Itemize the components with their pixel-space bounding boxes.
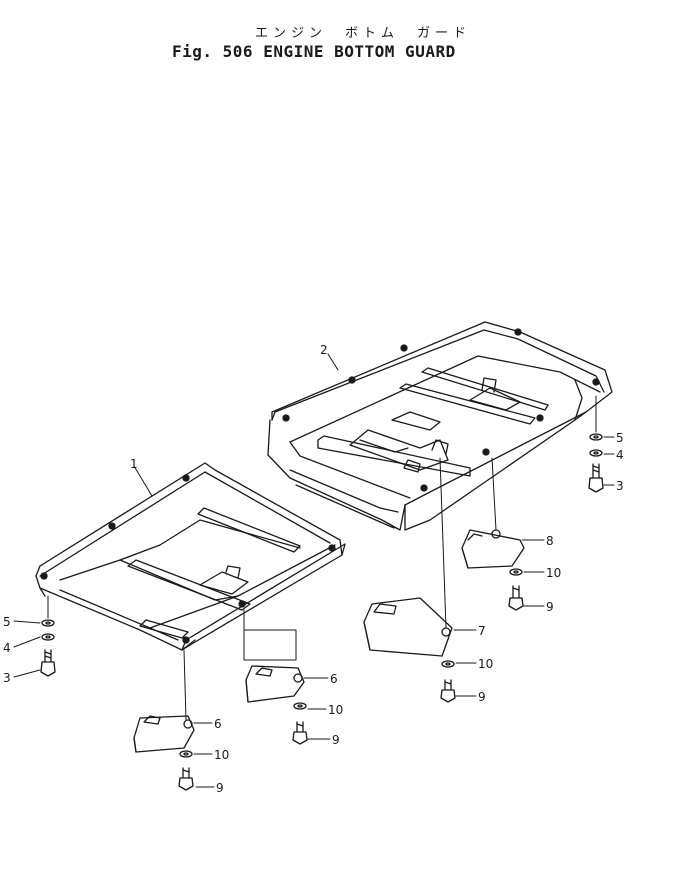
hardware-plate-6-right <box>292 702 308 745</box>
callout-2: 2 <box>320 343 328 357</box>
guard-part-1 <box>35 462 346 651</box>
callout-6-right: 6 <box>330 672 338 686</box>
cover-plate-6-left <box>133 715 195 753</box>
title-english: Fig. 506 ENGINE BOTTOM GUARD <box>172 42 456 61</box>
cover-plate-8 <box>461 529 525 569</box>
callout-5-left: 5 <box>3 615 11 629</box>
callout-9-plate-6-left: 9 <box>216 781 224 795</box>
callout-6-left: 6 <box>214 717 222 731</box>
callout-3-right: 3 <box>616 479 624 493</box>
cover-plate-7 <box>363 597 453 657</box>
cover-plate-6-right <box>245 665 305 703</box>
callout-7: 7 <box>478 624 486 638</box>
callout-5-right: 5 <box>616 431 624 445</box>
hardware-plate-7 <box>440 660 456 703</box>
callout-8: 8 <box>546 534 554 548</box>
leader-lines <box>13 353 615 788</box>
callout-10-plate-8: 10 <box>546 566 561 580</box>
callout-9-plate-6-right: 9 <box>332 733 340 747</box>
callout-10-plate-6-left: 10 <box>214 748 229 762</box>
title-japanese: エンジン ボトム ガード <box>255 26 472 41</box>
guard-part-2 <box>267 321 613 531</box>
callout-1: 1 <box>130 457 138 471</box>
callout-4-right: 4 <box>616 448 624 462</box>
callout-4-left: 4 <box>3 641 11 655</box>
hardware-right-stack <box>588 433 604 493</box>
hardware-left-stack <box>40 619 56 677</box>
callout-3-left: 3 <box>3 671 11 685</box>
hardware-plate-6-left <box>178 750 194 791</box>
callout-labels: 1 2 5 4 3 5 4 3 8 10 9 7 10 9 6 10 9 6 1… <box>3 343 624 795</box>
callout-9-plate-8: 9 <box>546 600 554 614</box>
callout-9-plate-7: 9 <box>478 690 486 704</box>
callout-10-plate-7: 10 <box>478 657 493 671</box>
hardware-plate-8 <box>508 568 524 611</box>
callout-10-plate-6-right: 10 <box>328 703 343 717</box>
